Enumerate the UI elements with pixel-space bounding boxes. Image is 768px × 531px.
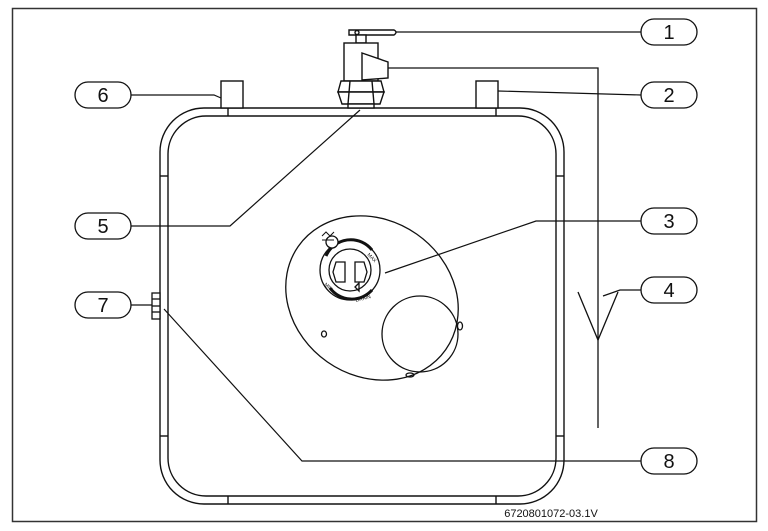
leader-3 — [384, 220, 641, 274]
callout-6: 6 — [74, 81, 132, 109]
callout-4: 4 — [640, 276, 698, 304]
leader-8 — [163, 308, 641, 462]
leader-2 — [497, 90, 642, 96]
callout-label-2: 2 — [663, 85, 674, 107]
reference-code: 6720801072-03.1V — [504, 508, 598, 520]
callout-label-5: 5 — [97, 216, 108, 238]
callout-label-1: 1 — [663, 22, 674, 44]
leader-lines — [131, 31, 642, 462]
callout-2: 2 — [640, 81, 698, 109]
callout-7: 7 — [74, 291, 132, 319]
callout-label-3: 3 — [663, 211, 674, 233]
temperature-dial — [319, 231, 381, 301]
drain-funnel — [577, 291, 619, 342]
dial-label-min: MIN — [323, 282, 334, 293]
valve-nut-top — [337, 80, 385, 93]
valve-nut-bottom — [337, 91, 385, 105]
dial-label-drain: DRAIN — [355, 294, 372, 304]
indicator-window — [381, 295, 459, 373]
callout-3: 3 — [640, 207, 698, 235]
tank-outline-inner — [167, 115, 557, 497]
callout-label-4: 4 — [663, 280, 674, 302]
discharge-pipe — [388, 67, 619, 428]
left-pipe-connection — [220, 80, 244, 109]
callout-1: 1 — [640, 18, 698, 46]
callout-label-7: 7 — [97, 295, 108, 317]
side-fitting — [151, 292, 161, 320]
callout-label-6: 6 — [97, 85, 108, 107]
heating-symbol-icon — [321, 231, 335, 237]
tank-outline-outer — [159, 107, 565, 505]
leader-6 — [131, 94, 222, 99]
callout-5: 5 — [74, 212, 132, 240]
right-pipe-connection — [475, 80, 499, 109]
tank-body — [159, 107, 565, 505]
callout-label-8: 8 — [663, 451, 674, 473]
outer-border — [11, 7, 758, 523]
valve-outlet — [361, 52, 389, 81]
valve-lever — [348, 29, 397, 36]
leader-5 — [131, 109, 361, 227]
control-panel — [285, 215, 464, 381]
leader-4 — [602, 289, 641, 297]
relief-valve — [337, 29, 397, 109]
callout-8: 8 — [640, 447, 698, 475]
dial-pointer-icon — [354, 281, 360, 293]
